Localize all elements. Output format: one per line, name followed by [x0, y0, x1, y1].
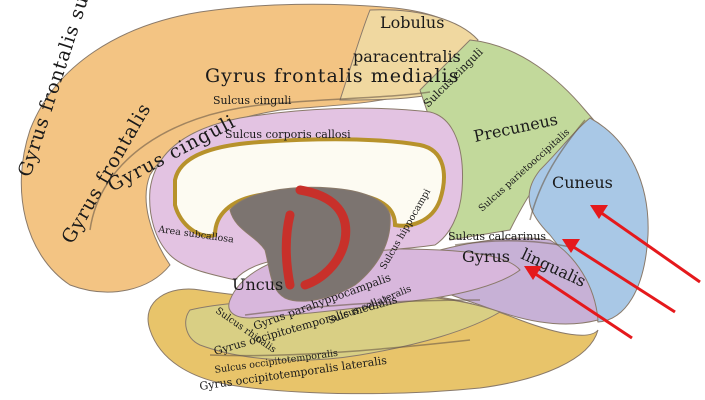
ventricle	[229, 186, 391, 302]
fornix-column	[281, 210, 295, 290]
sulcus-collateralis-line	[244, 299, 481, 316]
sulcus-occipitotemporalis-line	[209, 339, 471, 357]
label-sulcus-cinguli-top: Sulcus cinguli	[213, 94, 292, 107]
label-gyrus-frontalis-medialis: Gyrus frontalis medialis	[205, 65, 459, 87]
label-sulcus-corporis-callosi: Sulcus corporis callosi	[225, 128, 351, 141]
sulcus-cinguli-line	[89, 91, 431, 231]
label-sulcus-calcarinus: Sulcus calcarinus	[448, 230, 546, 243]
label-cuneus: Cuneus	[552, 173, 613, 192]
label-lobulus: Lobulus	[380, 13, 444, 32]
fornix	[295, 185, 351, 290]
label-uncus: Uncus	[232, 275, 283, 294]
pointer-arrows	[524, 205, 701, 340]
sulcus-calcarinus-line	[454, 239, 576, 249]
arrow-to-sulcus-calcarinus	[562, 239, 676, 314]
arrow-to-cuneus	[590, 205, 701, 284]
arrow-to-gyrus-lingualis	[524, 266, 633, 340]
label-gyrus-lingualis-1: Gyrus	[462, 247, 510, 266]
sulcus-parietooccipitalis-line	[529, 119, 586, 221]
label-paracentralis: paracentralis	[353, 47, 461, 66]
